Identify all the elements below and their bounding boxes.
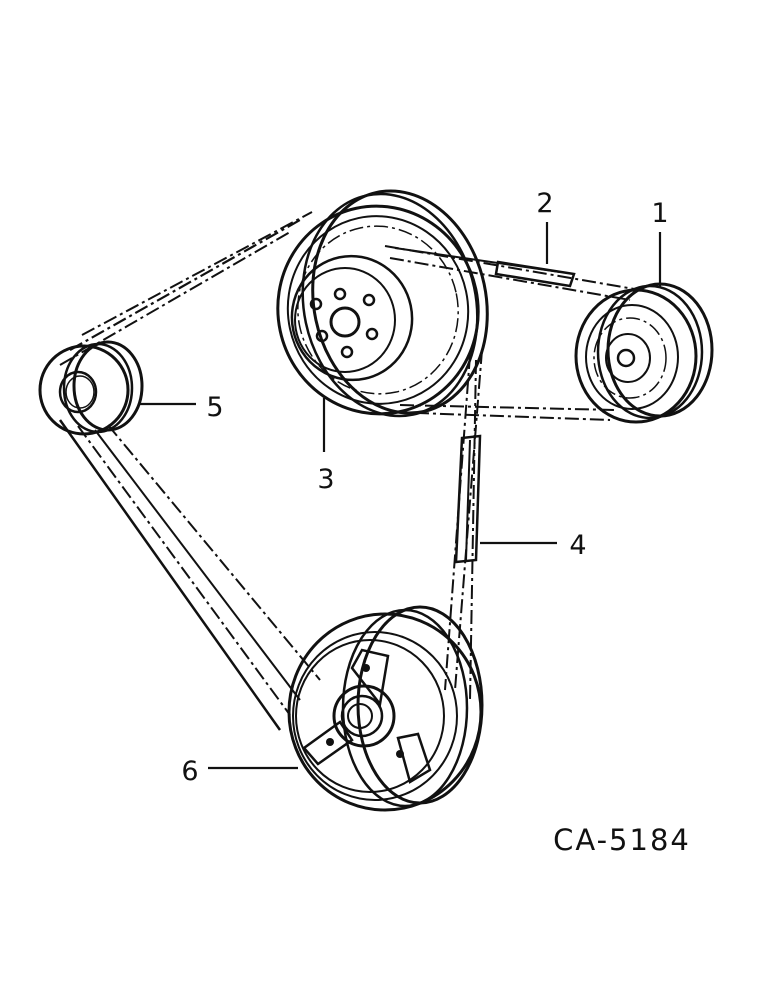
callout-3: 3 bbox=[317, 464, 334, 495]
callout-4: 4 bbox=[569, 530, 586, 561]
belt-2-section bbox=[494, 260, 576, 288]
belt-3 bbox=[59, 211, 313, 366]
belt-4 bbox=[444, 349, 483, 701]
pulley-6 bbox=[287, 605, 484, 812]
callout-1: 1 bbox=[651, 198, 668, 229]
pulley-5 bbox=[38, 340, 144, 436]
figure-id: CA-5184 bbox=[553, 823, 691, 857]
pulley-1 bbox=[574, 282, 714, 424]
pulley-3 bbox=[276, 189, 489, 418]
callout-5: 5 bbox=[206, 392, 223, 423]
callout-2: 2 bbox=[536, 188, 553, 219]
leader-lines bbox=[140, 222, 662, 770]
belt-5 bbox=[58, 419, 321, 731]
callout-6: 6 bbox=[181, 756, 198, 787]
belt-4-section bbox=[454, 434, 482, 564]
